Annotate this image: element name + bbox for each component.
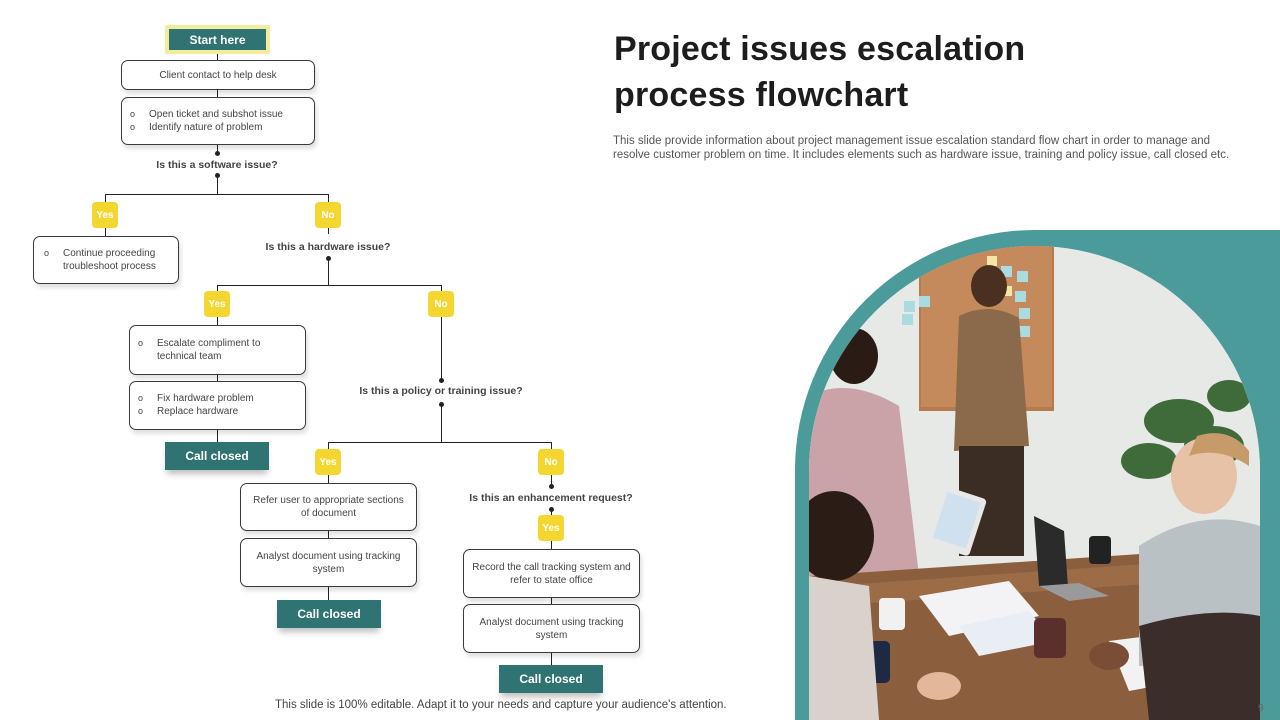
page-description: This slide provide information about pro… — [613, 135, 1230, 161]
no-badge: No — [538, 449, 564, 475]
question-policy: Is this a policy or training issue? — [359, 385, 523, 397]
no-badge: No — [315, 202, 341, 228]
no-badge: No — [428, 291, 454, 317]
list-item: Escalate compliment to technical team — [138, 337, 297, 363]
analyst-document-box: Analyst document using tracking system — [240, 538, 417, 587]
list-item: Replace hardware — [138, 405, 297, 418]
yes-badge: Yes — [315, 449, 341, 475]
question-enhancement: Is this an enhancement request? — [469, 492, 633, 504]
yes-badge: Yes — [538, 515, 564, 541]
footer-note: This slide is 100% editable. Adapt it to… — [275, 699, 727, 711]
yes-badge: Yes — [92, 202, 118, 228]
list-item: Fix hardware problem — [138, 392, 297, 405]
call-closed-policy: Call closed — [277, 600, 381, 628]
escalate-box: Escalate compliment to technical team — [129, 325, 306, 375]
analyst-document-box: Analyst document using tracking system — [463, 604, 640, 653]
start-node: Start here — [165, 25, 270, 54]
client-contact-box: Client contact to help desk — [121, 60, 315, 90]
record-call-box: Record the call tracking system and refe… — [463, 549, 640, 598]
list-item: Open ticket and subshot issue — [130, 108, 306, 121]
question-hardware: Is this a hardware issue? — [265, 241, 391, 253]
list-item: Identify nature of problem — [130, 121, 306, 134]
page-title: Project issues escalation process flowch… — [614, 30, 1026, 114]
continue-troubleshoot-box: Continue proceeding troubleshoot process — [33, 236, 179, 284]
call-closed-hardware: Call closed — [165, 442, 269, 470]
list-item: Continue proceeding troubleshoot process — [44, 247, 168, 273]
start-label: Start here — [169, 29, 266, 50]
refer-user-box: Refer user to appropriate sections of do… — [240, 483, 417, 531]
fix-hardware-box: Fix hardware problem Replace hardware — [129, 381, 306, 430]
open-ticket-box: Open ticket and subshot issue Identify n… — [121, 97, 315, 145]
page-number: 9 — [1258, 703, 1264, 714]
yes-badge: Yes — [204, 291, 230, 317]
question-software: Is this a software issue? — [156, 159, 278, 171]
call-closed-enhancement: Call closed — [499, 665, 603, 693]
team-meeting-photo — [809, 246, 1260, 720]
